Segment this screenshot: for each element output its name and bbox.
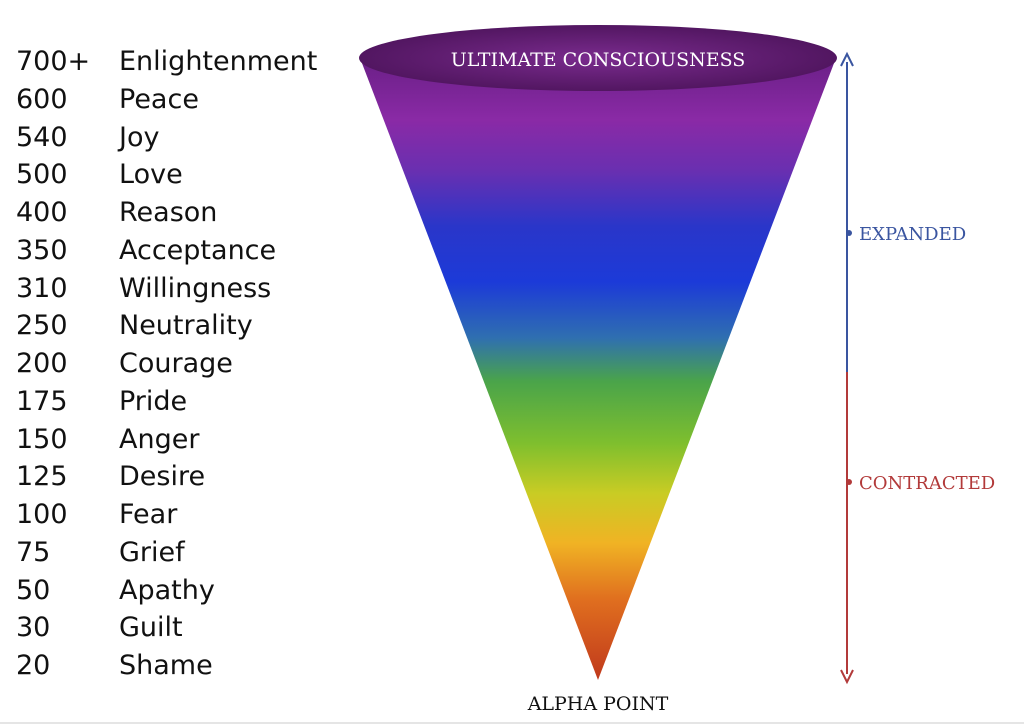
scale-level-value: 400 <box>16 197 68 228</box>
scale-level-label: Peace <box>119 83 199 115</box>
scale-level-value: 350 <box>16 234 68 266</box>
scale-level-value: 20 <box>16 650 51 681</box>
scale-level-row: 500 Love <box>0 156 360 194</box>
scale-level-row: 540 Joy <box>0 119 360 157</box>
scale-level-value: 30 <box>16 612 51 644</box>
scale-level-row: 150 Anger <box>0 421 360 459</box>
scale-level-row: 600 Peace <box>0 81 360 119</box>
funnel-bottom-label: ALPHA POINT <box>527 693 669 715</box>
scale-level-label: Pride <box>119 385 188 417</box>
scale-level-row: 200 Courage <box>0 345 360 383</box>
contracted-label: CONTRACTED <box>859 473 995 494</box>
scale-level-row: 125 Desire <box>0 458 360 496</box>
scale-level-value: 600 <box>16 83 68 115</box>
scale-level-label: Guilt <box>119 612 183 644</box>
scale-level-label: Reason <box>119 197 218 228</box>
contracted-marker-icon <box>846 479 852 485</box>
scale-level-label: Courage <box>119 348 233 379</box>
scale-level-row: 100 Fear <box>0 496 360 534</box>
scale-level-value: 125 <box>16 461 68 493</box>
scale-level-row: 175 Pride <box>0 383 360 421</box>
scale-level-label: Love <box>119 159 183 191</box>
bottom-divider <box>0 722 1024 724</box>
funnel-cone <box>360 58 836 680</box>
scale-level-label: Enlightenment <box>119 46 318 77</box>
scale-level-row: 700+ Enlightenment <box>0 43 360 81</box>
scale-level-label: Acceptance <box>119 234 277 266</box>
scale-level-row: 400 Reason <box>0 194 360 232</box>
scale-level-label: Apathy <box>119 574 215 606</box>
scale-level-value: 200 <box>16 348 68 379</box>
scale-level-value: 50 <box>16 574 51 606</box>
scale-level-row: 50 Apathy <box>0 572 360 610</box>
scale-level-row: 30 Guilt <box>0 609 360 647</box>
scale-level-label: Anger <box>119 423 200 455</box>
scale-level-value: 540 <box>16 121 68 153</box>
scale-level-value: 75 <box>16 536 51 568</box>
scale-level-label: Joy <box>119 121 160 153</box>
scale-level-value: 175 <box>16 385 68 417</box>
scale-level-label: Desire <box>119 461 206 493</box>
scale-level-value: 150 <box>16 423 68 455</box>
expanded-marker-icon <box>846 230 852 236</box>
funnel-top-cap <box>359 25 837 91</box>
scale-level-label: Fear <box>119 499 178 530</box>
scale-level-value: 100 <box>16 499 68 530</box>
scale-level-row: 20 Shame <box>0 647 360 685</box>
scale-level-label: Neutrality <box>119 310 253 342</box>
scale-level-label: Willingness <box>119 272 272 304</box>
scale-level-row: 350 Acceptance <box>0 232 360 270</box>
funnel-top-label: ULTIMATE CONSCIOUSNESS <box>451 49 746 71</box>
scale-level-value: 250 <box>16 310 68 342</box>
scale-level-label: Grief <box>119 536 185 568</box>
expanded-contracted-axis: EXPANDED CONTRACTED <box>840 51 995 685</box>
scale-level-label: Shame <box>119 650 213 681</box>
scale-level-value: 700+ <box>16 46 91 77</box>
scale-level-value: 310 <box>16 272 68 304</box>
scale-level-value: 500 <box>16 159 68 191</box>
scale-level-row: 250 Neutrality <box>0 307 360 345</box>
up-arrow-icon <box>840 51 854 67</box>
down-arrow-icon <box>840 669 854 685</box>
expanded-label: EXPANDED <box>859 224 966 245</box>
scale-level-row: 310 Willingness <box>0 270 360 308</box>
scale-level-row: 75 Grief <box>0 534 360 572</box>
